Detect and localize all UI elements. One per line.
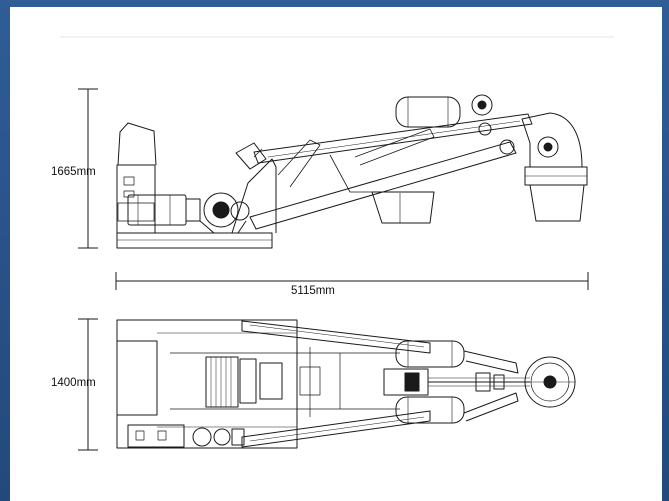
plan-tank-upper [395, 340, 465, 368]
side-elevation-view [78, 88, 588, 249]
counter-box [371, 191, 435, 224]
lower-arm [249, 128, 517, 230]
top-plan-view [78, 318, 576, 451]
slew-gearbox [199, 192, 250, 234]
outboard-elbow [499, 112, 588, 222]
plan-upper-arm [241, 320, 431, 354]
drawing-sheet: 1665mm 5115mm 1400mm [10, 7, 662, 501]
plan-inner-frame [170, 347, 400, 417]
width-dimension-line [78, 318, 98, 451]
winch-drum [205, 356, 283, 408]
balance-tank [395, 94, 493, 136]
technical-drawing [60, 36, 614, 451]
dimension-label-height: 1665mm [51, 166, 96, 178]
base-frame-plan [116, 319, 298, 449]
plan-coupler [524, 356, 576, 408]
base-skid [116, 232, 273, 249]
plan-outboard-arms [463, 350, 519, 422]
dimension-label-length: 5115mm [291, 285, 335, 297]
plan-drive-motors [127, 424, 245, 448]
dimension-label-width: 1400mm [51, 377, 96, 389]
length-dimension-line [115, 272, 589, 290]
drive-motor [127, 194, 201, 226]
plan-lower-arm [241, 410, 431, 448]
height-dimension-line [78, 88, 98, 249]
control-cabinet [116, 122, 157, 234]
plan-center-mechanism [383, 368, 530, 396]
plan-tank-lower [395, 396, 465, 424]
